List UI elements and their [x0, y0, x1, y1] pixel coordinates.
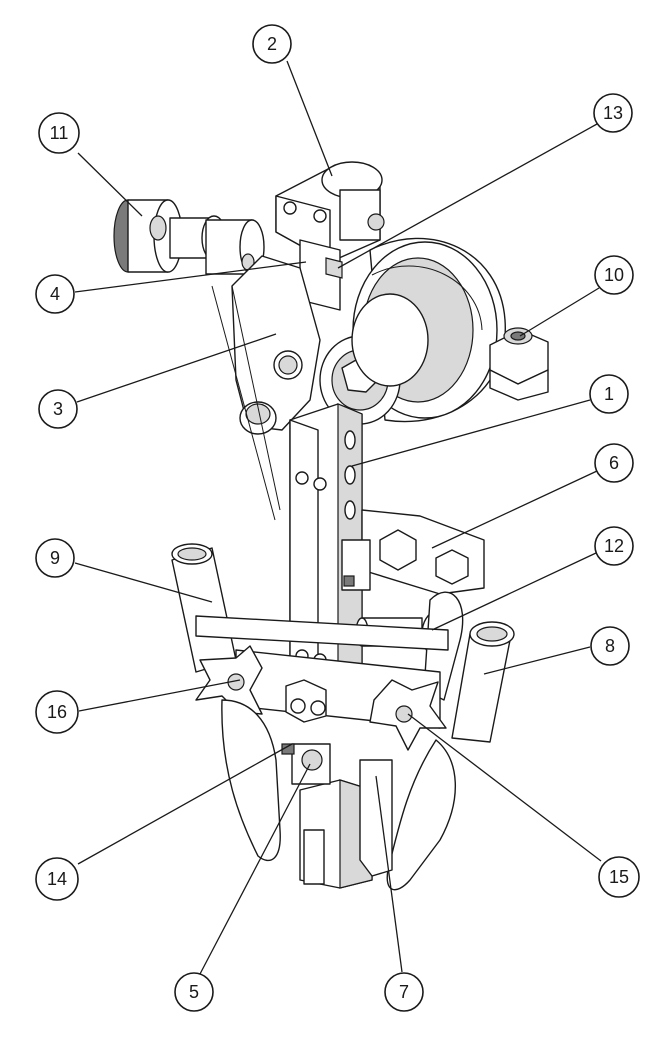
knurled-hub	[319, 293, 429, 425]
callout-1-label: 1	[604, 384, 614, 404]
leader-15	[407, 713, 602, 862]
callout-7-label: 7	[399, 982, 409, 1002]
leader-7	[375, 775, 403, 973]
callout-16-label: 16	[47, 702, 67, 722]
callout-2-label: 2	[267, 34, 277, 54]
callout-8: 8	[590, 626, 630, 666]
right-tube	[451, 621, 515, 743]
callout-11: 11	[38, 112, 80, 154]
callout-13: 13	[593, 93, 633, 133]
motor-bracket	[275, 161, 385, 311]
leader-3	[76, 333, 277, 403]
swing-arm-plate	[211, 255, 321, 521]
adjustment-knob	[113, 199, 265, 275]
leader-lines	[74, 60, 602, 975]
callout-15-label: 15	[609, 867, 629, 887]
callout-12-label: 12	[604, 536, 624, 556]
leader-4	[74, 261, 307, 293]
leader-12	[431, 552, 597, 631]
leader-16	[78, 679, 241, 712]
callout-5: 5	[174, 972, 214, 1012]
callout-15: 15	[598, 856, 640, 898]
callout-10: 10	[594, 255, 634, 295]
callout-7: 7	[384, 972, 424, 1012]
clamp-block	[489, 327, 549, 401]
callout-12: 12	[594, 526, 634, 566]
callout-9: 9	[35, 538, 75, 578]
leader-5	[199, 763, 311, 975]
star-knob-left	[195, 645, 263, 715]
callout-3-label: 3	[53, 399, 63, 419]
callout-4: 4	[35, 274, 75, 314]
callout-14-label: 14	[47, 869, 67, 889]
star-knob-right	[369, 679, 447, 751]
leader-8	[483, 646, 591, 675]
leader-11	[77, 152, 143, 217]
callout-5-label: 5	[189, 982, 199, 1002]
side-bracket	[341, 509, 485, 595]
callout-9-label: 9	[50, 548, 60, 568]
callout-2: 2	[252, 24, 292, 64]
callout-4-label: 4	[50, 284, 60, 304]
callout-1: 1	[589, 374, 629, 414]
left-tube	[171, 543, 237, 673]
callout-8-label: 8	[605, 636, 615, 656]
leader-1	[351, 399, 591, 467]
leader-2	[286, 60, 333, 177]
lower-gripper	[221, 699, 457, 891]
leader-13	[337, 123, 598, 269]
leader-6	[431, 470, 598, 549]
leader-10	[519, 287, 600, 337]
callout-6-label: 6	[609, 453, 619, 473]
callout-11-label: 11	[50, 123, 69, 143]
callout-16: 16	[35, 690, 79, 734]
callout-3: 3	[38, 389, 78, 429]
leader-9	[74, 562, 213, 603]
callout-6: 6	[594, 443, 634, 483]
leader-14	[77, 743, 293, 865]
callout-13-label: 13	[603, 103, 623, 123]
callout-10-label: 10	[604, 265, 624, 285]
callout-14: 14	[35, 857, 79, 901]
